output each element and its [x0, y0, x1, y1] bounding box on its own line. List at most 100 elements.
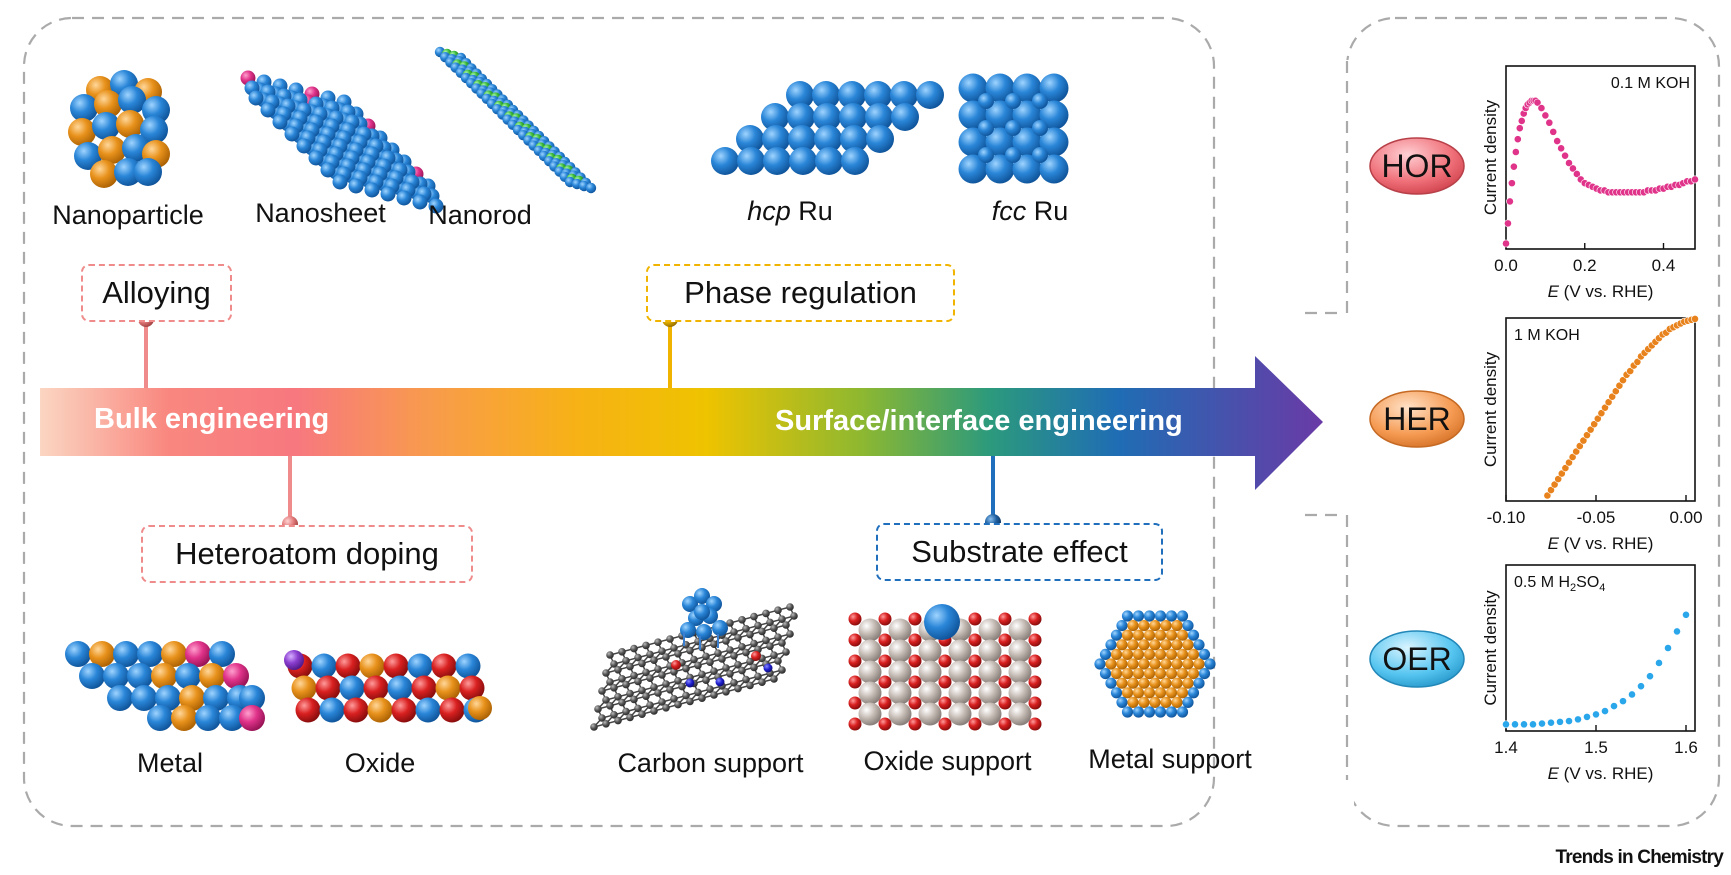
carbon-atom	[734, 634, 742, 642]
oxide-support-cation	[978, 681, 1002, 705]
oxide-atom	[407, 653, 433, 679]
hcp-ru-atom	[787, 103, 815, 131]
carbon-atom	[778, 615, 786, 623]
oxide-atom	[295, 697, 321, 723]
metal-support-atom	[1160, 677, 1172, 689]
nanoparticle-atom	[116, 110, 144, 138]
metal-atom	[155, 685, 181, 711]
nanosheet-icon	[240, 70, 444, 214]
carbon-atom	[666, 686, 674, 694]
carbon-atom	[646, 674, 654, 682]
metal-support-atom	[1154, 668, 1167, 680]
hcp-ru-atom	[788, 125, 816, 153]
carbon-atom	[670, 644, 678, 652]
carbon-atom	[754, 621, 762, 630]
carbon-atom	[710, 640, 718, 648]
x-axis-label: E (V vs. RHE)	[1548, 764, 1654, 783]
oxide-support-oxygen	[998, 696, 1012, 710]
carbon-atom	[678, 682, 686, 691]
metal-support-edge-atom	[1193, 677, 1205, 689]
metal-support-atom	[1116, 677, 1128, 689]
fcc-ru-atom-inner	[1032, 120, 1048, 136]
data-point	[1615, 381, 1624, 390]
nanosheet-atom	[364, 182, 380, 198]
hcp-ru-label-rest: Ru	[790, 196, 833, 226]
oxide-support-oxygen	[968, 717, 982, 731]
data-point	[1691, 175, 1699, 184]
nanorod-atom	[585, 182, 597, 194]
data-point	[1509, 162, 1518, 171]
oxide-support-cation	[888, 660, 912, 684]
metal-support-atom	[1187, 648, 1200, 661]
fcc-ru-atom	[985, 73, 1015, 103]
data-point	[1537, 104, 1546, 112]
carbon-atom	[722, 664, 730, 672]
oxide-support-cation	[858, 702, 882, 726]
x-axis-label-rest: (V vs. RHE)	[1559, 764, 1653, 783]
oxide-support-cation	[948, 639, 972, 663]
metal-support-atom	[1138, 620, 1150, 632]
data-point	[1533, 98, 1542, 107]
nanoparticle-atom	[70, 94, 98, 122]
data-point	[1543, 491, 1552, 500]
carbon-atom	[618, 648, 626, 656]
fcc-ru-atom-inner	[1005, 93, 1021, 109]
carbon-atom	[598, 687, 606, 695]
hcp-ru-atom	[840, 125, 868, 153]
fcc-ru-atom-inner	[978, 120, 994, 136]
oxide-support-cation	[1008, 618, 1032, 642]
metal-support-edge-atom	[1204, 658, 1216, 670]
carbon-atom	[742, 675, 750, 684]
x-tick-label: -0.05	[1577, 508, 1616, 527]
nitrogen-atom	[685, 678, 695, 688]
oxide-support-cation	[918, 702, 942, 726]
carbon-atom	[750, 612, 758, 621]
oxide-support-oxygen	[938, 654, 952, 668]
metal-atom	[239, 685, 265, 711]
carbon-atom	[710, 691, 718, 699]
oxide-support-oxygen	[998, 633, 1012, 647]
carbon-atom	[698, 670, 706, 679]
data-point	[1565, 717, 1573, 725]
metal-support-atom	[1132, 629, 1145, 641]
doped-oxide-icon	[284, 650, 492, 723]
carbon-atom	[738, 616, 746, 624]
carbon-atom	[706, 658, 714, 666]
oxide-support-oxygen	[938, 675, 952, 689]
oxide-support-cation	[918, 660, 942, 684]
carbon-atom	[702, 652, 710, 661]
nanoparticle-label: Nanoparticle	[52, 200, 204, 230]
hcp-ru-atom	[761, 103, 789, 131]
metal-support-edge-atom	[1176, 706, 1189, 718]
oxide-atom	[391, 697, 417, 723]
carbon-atom	[626, 662, 634, 671]
data-point	[1583, 712, 1591, 721]
carbon-atom	[630, 671, 638, 680]
hcp-ru-atom	[737, 147, 765, 175]
data-point	[1502, 720, 1510, 729]
her-label: HER	[1383, 400, 1451, 437]
nanosheet-atom	[380, 186, 396, 202]
x-tick-label: 1.6	[1674, 738, 1698, 757]
metal-support-edge-atom	[1121, 706, 1134, 718]
oxide-support-oxygen	[998, 717, 1012, 731]
metal-support-edge-atom	[1187, 629, 1200, 641]
oxide-support-cation	[888, 639, 912, 663]
substrate-effect-box: Substrate effect	[876, 523, 1163, 581]
oxide-atom	[411, 675, 437, 701]
data-point	[1511, 148, 1520, 156]
oxide-support-oxygen	[1028, 654, 1042, 668]
carbon-atom	[638, 710, 646, 718]
carbon-atom	[698, 694, 706, 702]
hcp-ru-atom	[789, 147, 817, 175]
nanosheet-atom	[260, 102, 276, 118]
data-point	[1604, 398, 1613, 407]
oxide-atom	[335, 653, 361, 679]
hcp-ru-atom	[890, 81, 918, 109]
carbon-atom	[614, 716, 622, 725]
metal-support-edge-atom	[1132, 610, 1145, 622]
carbon-atom	[590, 723, 598, 731]
oxide-support-oxygen	[1028, 717, 1042, 731]
nanoparticle-atom	[118, 86, 146, 114]
carbon-atom	[778, 639, 786, 647]
